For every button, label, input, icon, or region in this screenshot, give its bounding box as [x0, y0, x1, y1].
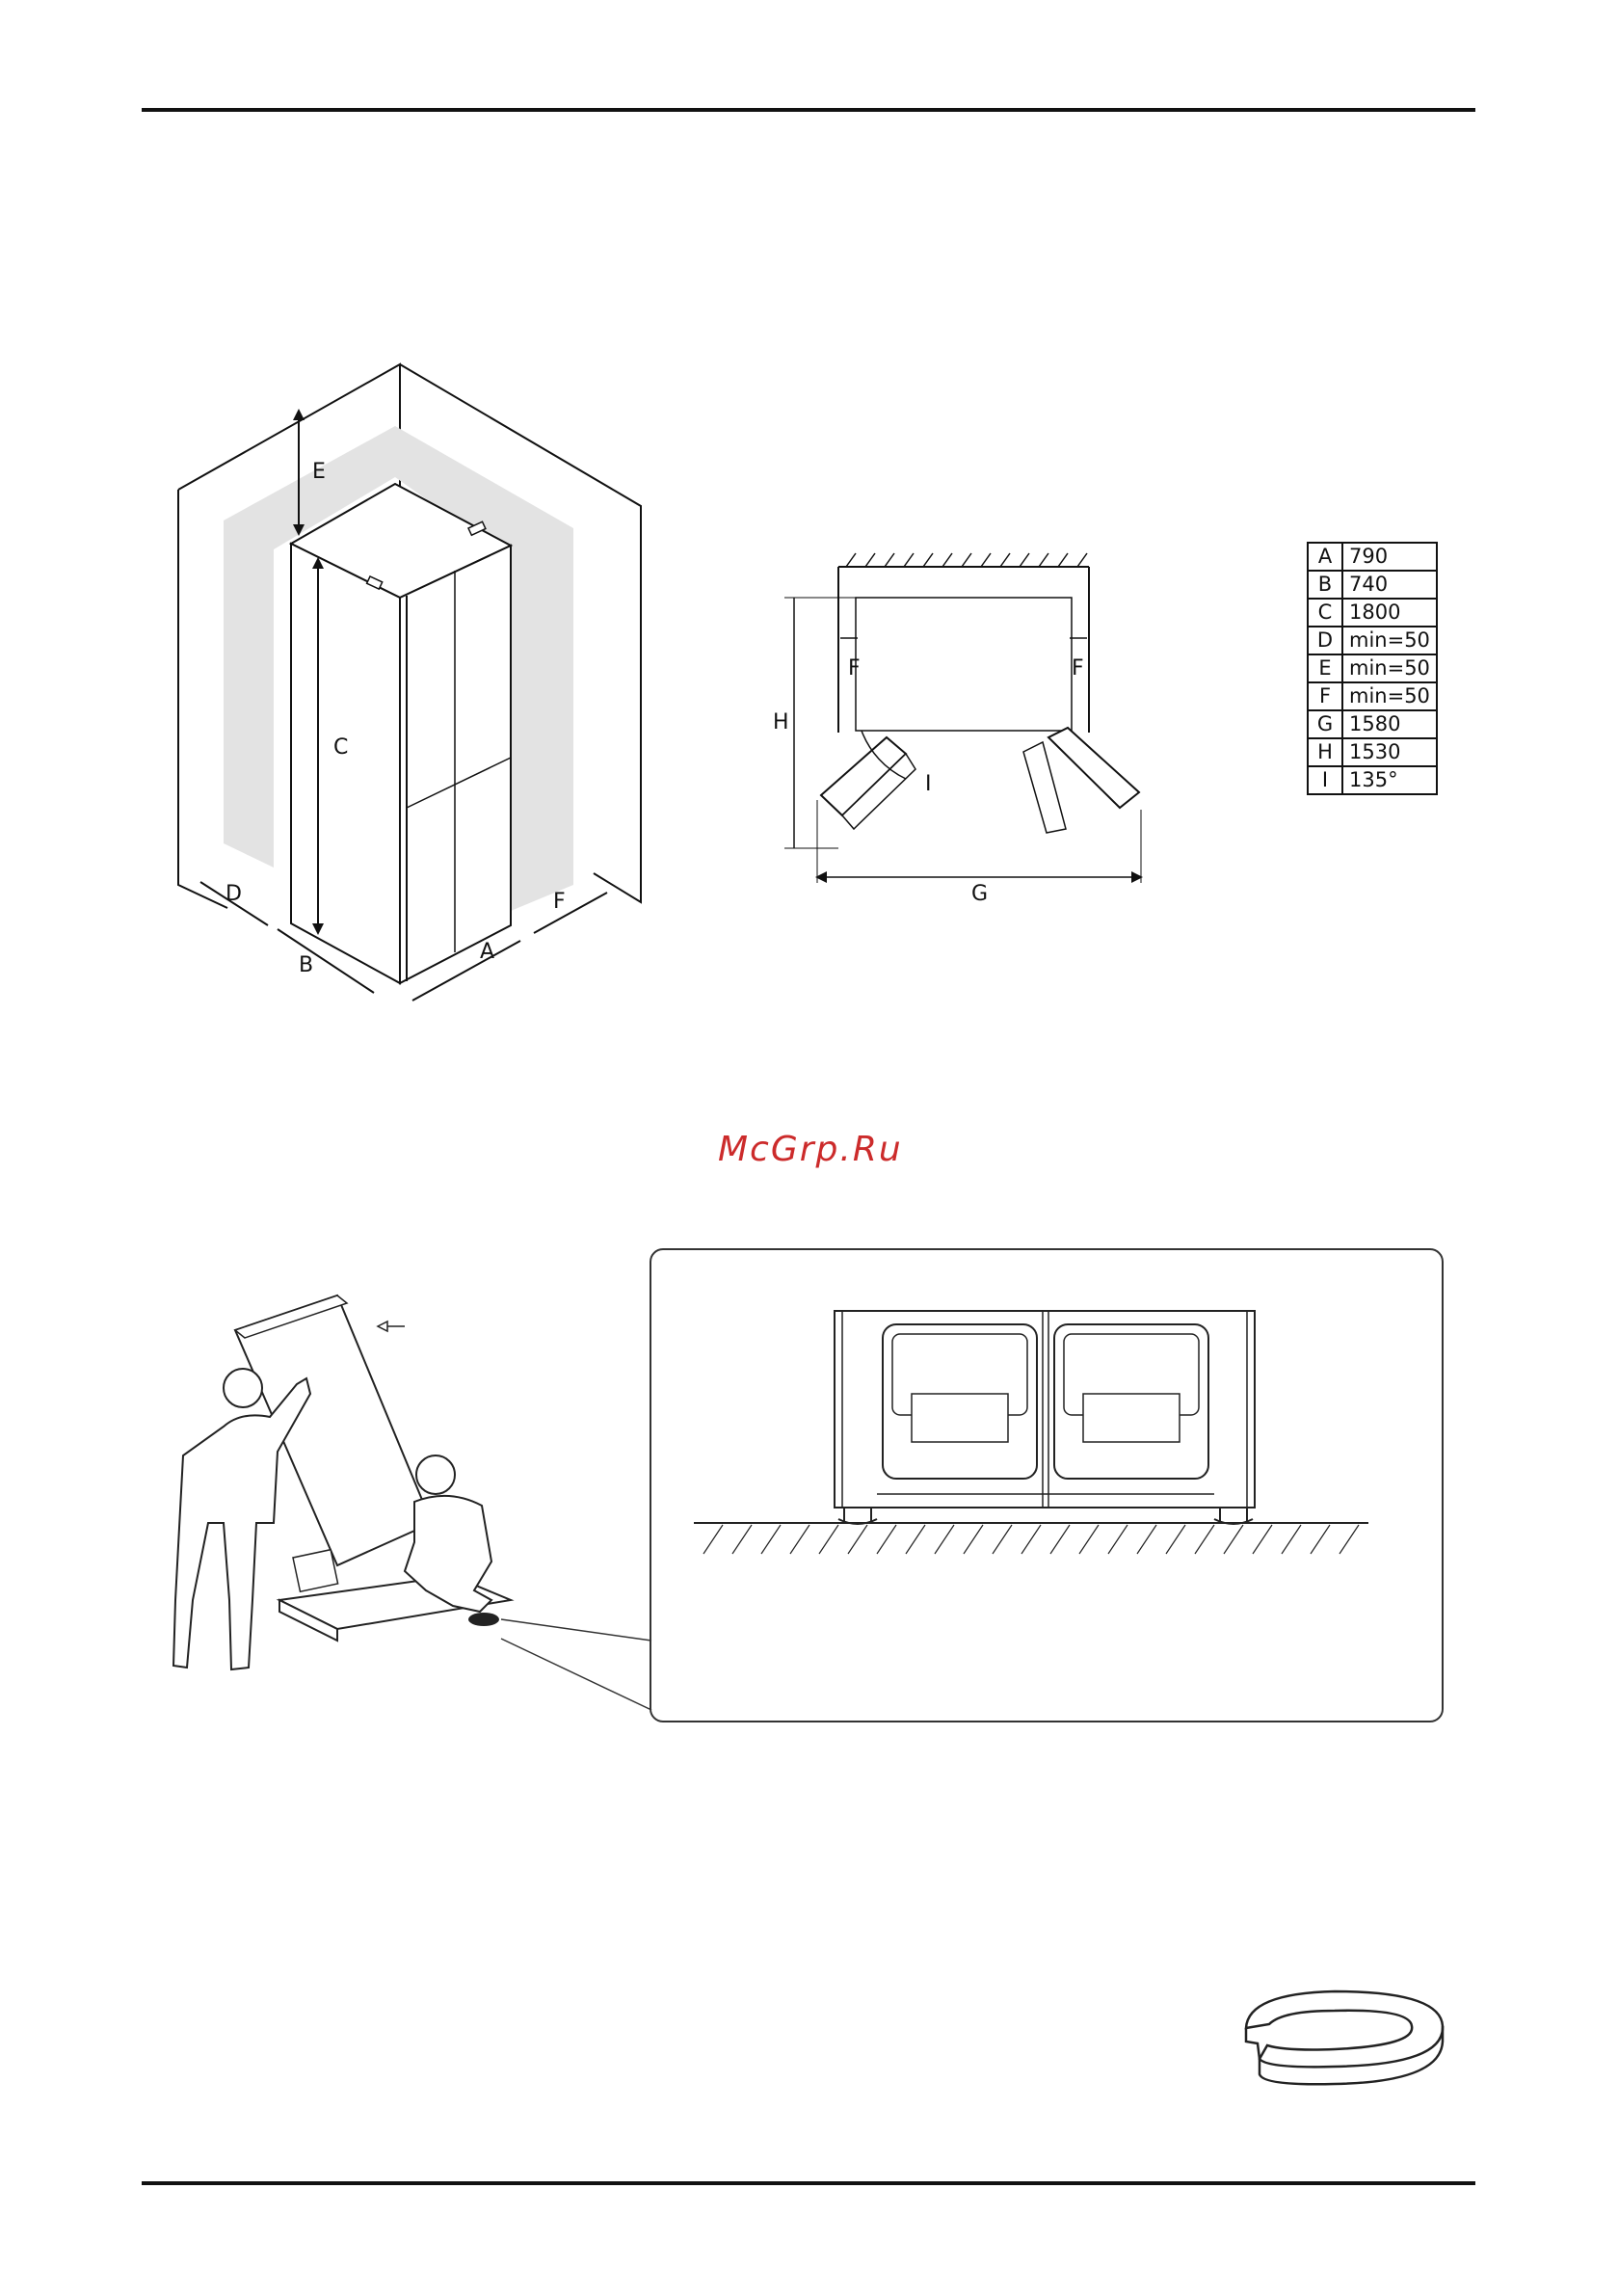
label-d: D	[225, 882, 242, 906]
wall-hatching	[846, 553, 1087, 567]
dim-key: C	[1308, 599, 1342, 627]
dim-value: min=50	[1342, 682, 1437, 710]
top-rule	[142, 108, 1475, 112]
person-crouching-head	[416, 1455, 455, 1494]
adjustable-foot-right	[1220, 1508, 1247, 1523]
dim-key: D	[1308, 627, 1342, 654]
dim-value: 135°	[1342, 766, 1437, 794]
label-i: I	[925, 772, 932, 796]
fridge-left-side	[291, 544, 400, 983]
spacer-ring-icon	[1229, 1986, 1450, 2092]
label-f-left: F	[848, 656, 861, 681]
dim-value: min=50	[1342, 627, 1437, 654]
label-g: G	[971, 882, 988, 906]
label-c: C	[333, 735, 348, 760]
dim-key: E	[1308, 654, 1342, 682]
person-standing-head	[224, 1369, 262, 1407]
dim-value: 1530	[1342, 738, 1437, 766]
dim-value: 1800	[1342, 599, 1437, 627]
dim-value: 1580	[1342, 710, 1437, 738]
label-f-right: F	[1072, 656, 1084, 681]
label-h: H	[773, 710, 789, 734]
right-door-open	[1048, 728, 1139, 808]
dim-value: 790	[1342, 543, 1437, 571]
label-f: F	[553, 890, 566, 914]
fridge-base-detail	[694, 1301, 1368, 1571]
dim-key: G	[1308, 710, 1342, 738]
door-opening-figure: F F H I G	[761, 549, 1185, 916]
dim-key: I	[1308, 766, 1342, 794]
label-b: B	[299, 953, 313, 977]
dim-key: H	[1308, 738, 1342, 766]
dim-value: min=50	[1342, 654, 1437, 682]
label-e: E	[312, 460, 326, 484]
adjustable-foot-left	[844, 1508, 871, 1523]
label-a: A	[480, 940, 494, 964]
dim-key: A	[1308, 543, 1342, 571]
callout-connector	[501, 1600, 655, 1716]
bottom-rule	[142, 2181, 1475, 2185]
floor-hatching	[703, 1525, 1359, 1554]
dim-value: 740	[1342, 571, 1437, 599]
dim-key: B	[1308, 571, 1342, 599]
fridge-clearance-figure: E C D B A F	[164, 357, 665, 1012]
watermark: McGrp.Ru	[718, 1130, 903, 1169]
dim-key: F	[1308, 682, 1342, 710]
